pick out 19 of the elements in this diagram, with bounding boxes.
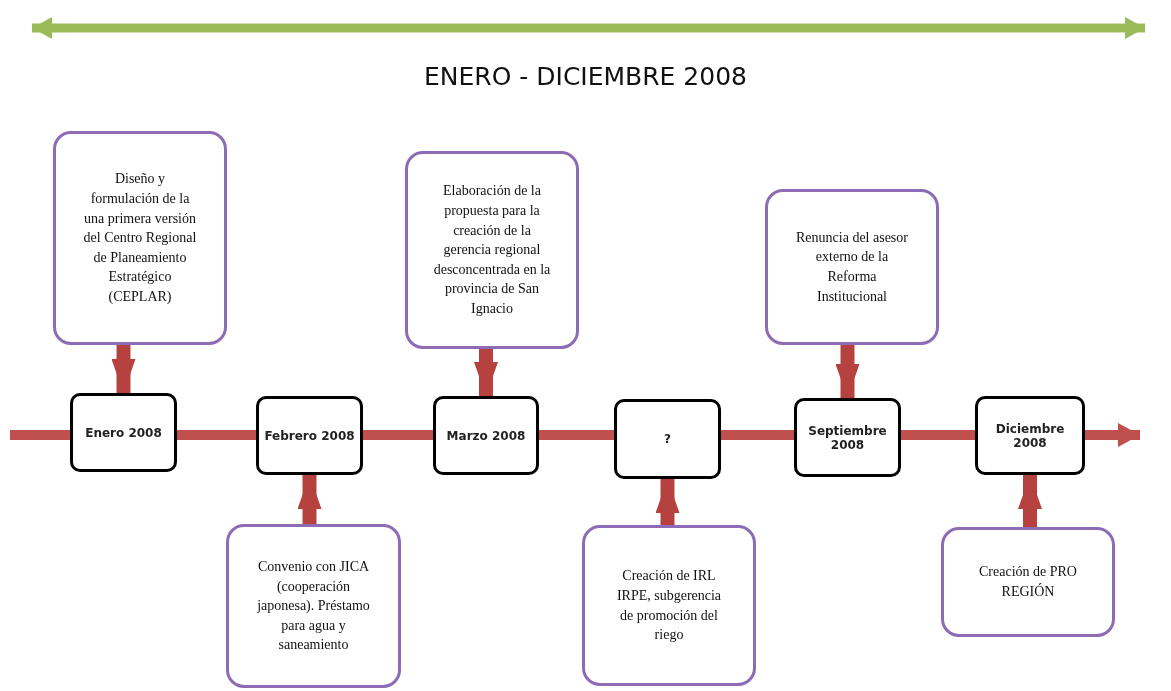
event-box: Elaboración de la propuesta para la creación de la gerencia regional desconcentrada en la provincia de San Ignacio <box>405 151 579 349</box>
event-box: Creación de PRO REGIÓN <box>941 527 1115 637</box>
block-arrow <box>835 345 860 398</box>
date-box: Febrero 2008 <box>256 396 363 475</box>
event-box: Creación de IRL IRPE, subgerencia de promoción del riego <box>582 525 756 686</box>
date-box: Enero 2008 <box>70 393 177 472</box>
block-arrow <box>111 345 136 393</box>
date-box: Septiembre 2008 <box>794 398 901 477</box>
date-box: ? <box>614 399 721 479</box>
block-arrow <box>655 479 680 525</box>
block-arrow <box>474 349 498 396</box>
event-box: Diseño y formulación de la una primera versión del Centro Regional de Planeamiento Estratégico (CEPLAR) <box>53 131 227 345</box>
event-box: Convenio con JICA (cooperación japonesa). Préstamo para agua y saneamiento <box>226 524 401 688</box>
block-arrow <box>1018 475 1042 527</box>
event-box: Renuncia del asesor externo de la Reforma Institucional <box>765 189 939 345</box>
timeline-title: ENERO - DICIEMBRE 2008 <box>424 62 747 91</box>
date-box: Diciembre 2008 <box>975 396 1085 475</box>
date-box: Marzo 2008 <box>433 396 539 475</box>
block-arrow <box>297 475 322 524</box>
